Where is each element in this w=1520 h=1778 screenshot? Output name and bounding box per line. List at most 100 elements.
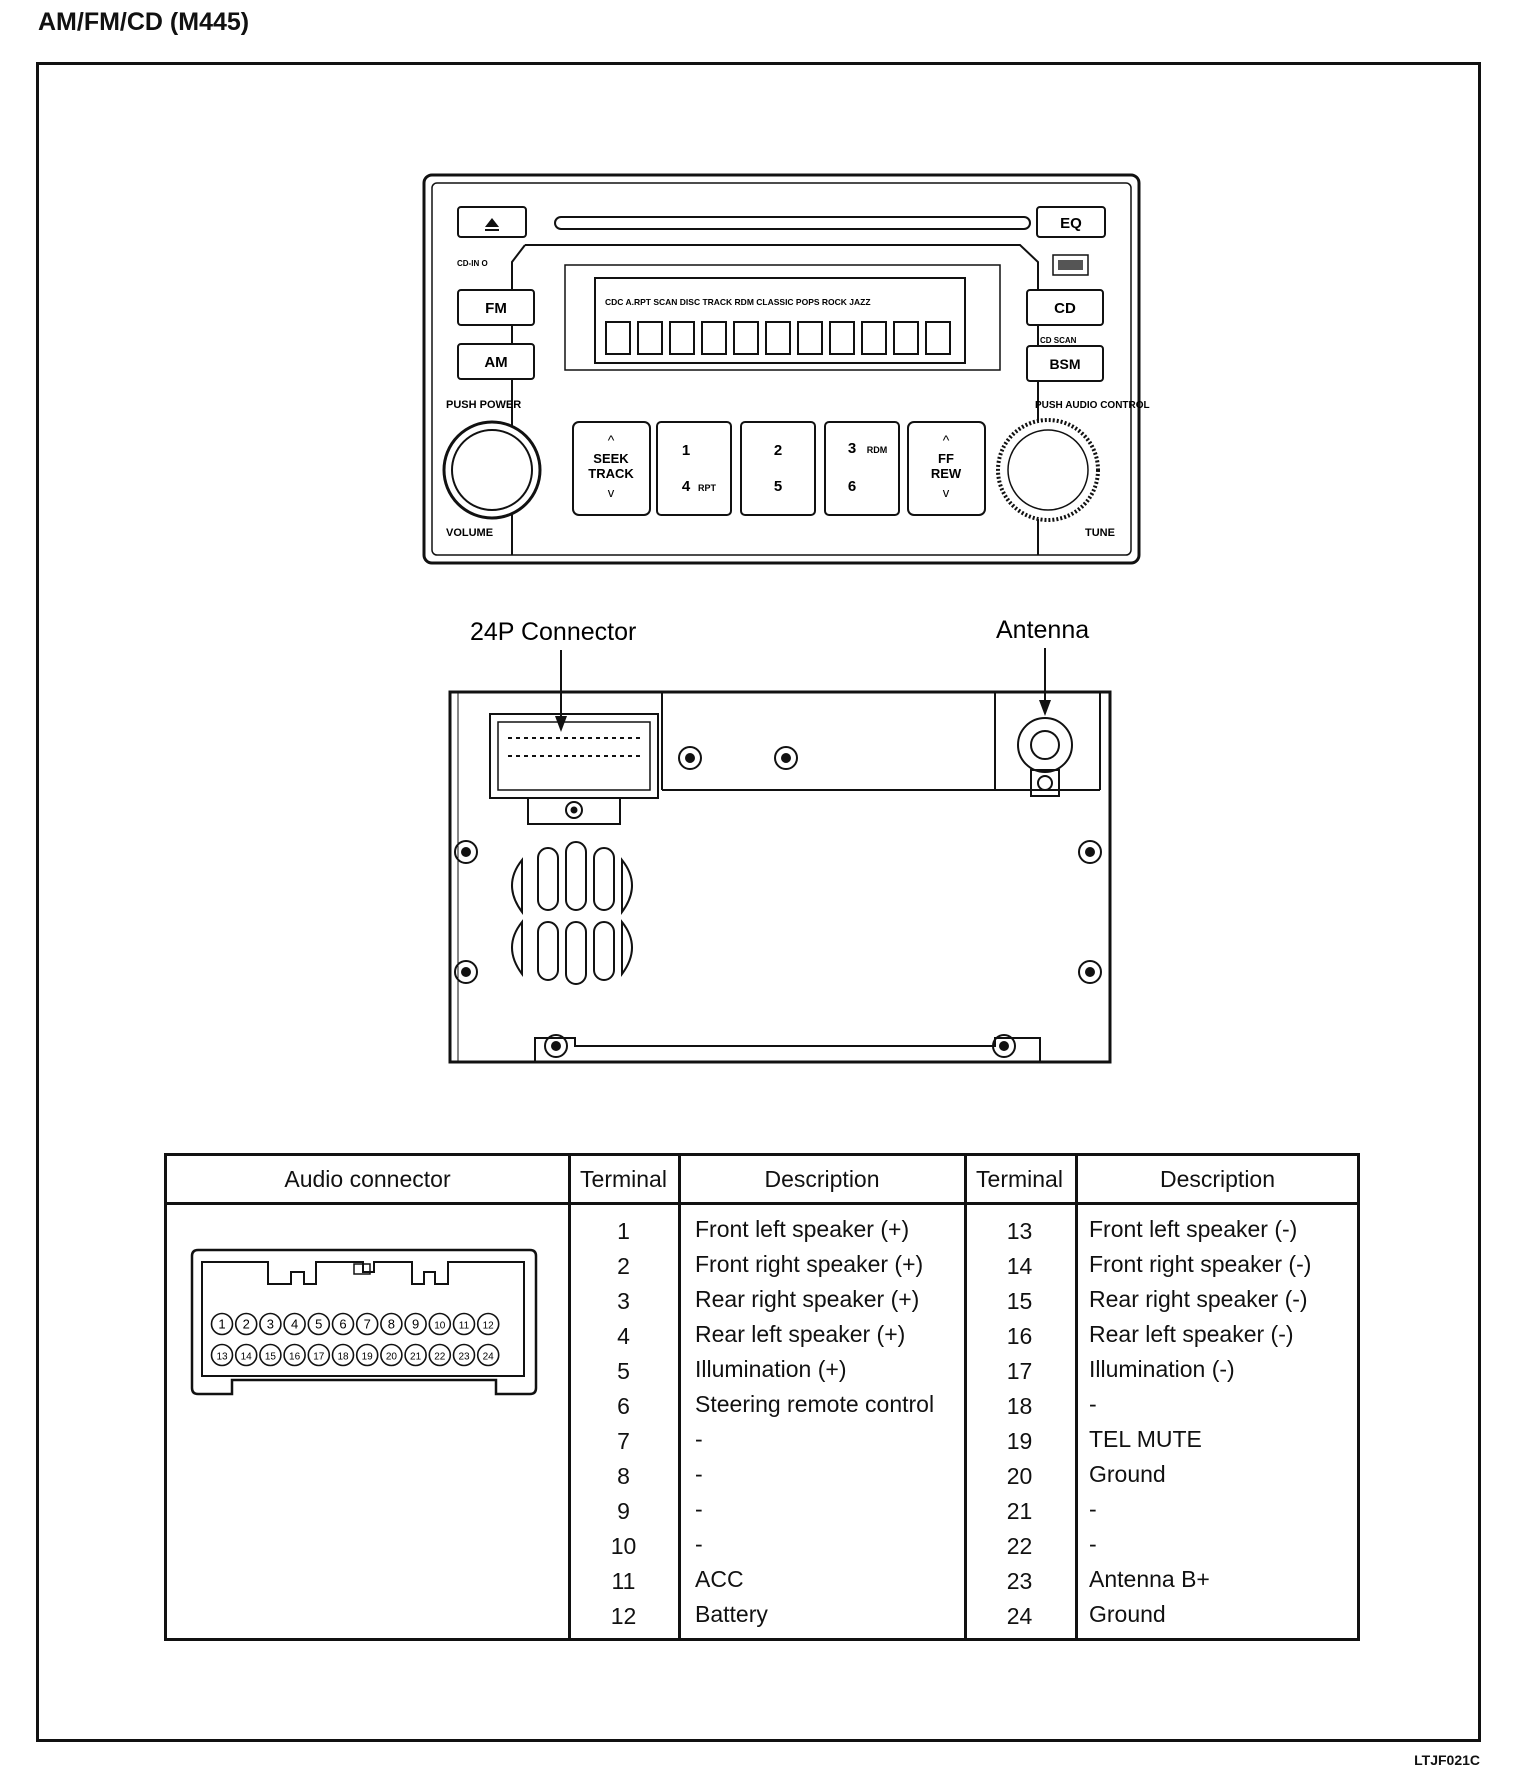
diagram-frame: [36, 62, 1481, 1742]
svg-text:6: 6: [848, 478, 856, 495]
am-button[interactable]: AM: [457, 343, 535, 380]
svg-text:6: 6: [339, 1317, 346, 1332]
terminal-number-right: 14: [1006, 1253, 1033, 1279]
bsm-button[interactable]: BSM: [1026, 345, 1104, 382]
svg-text:9: 9: [412, 1317, 419, 1332]
lcd-digit: [637, 321, 663, 355]
connector-pin: 19: [355, 1343, 379, 1367]
radio-diagram: EQ CDC A.RPT SCAN DISC TRACK RDM CLASSIC…: [422, 173, 1150, 1064]
connector-pin: 22: [428, 1343, 452, 1367]
terminal-description-left: Battery: [695, 1601, 768, 1627]
preset-3-6-button[interactable]: 3 RDM 6: [824, 421, 900, 516]
connector-pin: 4: [283, 1312, 306, 1336]
connector-pin: 17: [307, 1343, 331, 1367]
svg-text:10: 10: [434, 1321, 446, 1332]
pinout-table: Audio connector Terminal Description Ter…: [164, 1153, 1360, 1641]
cd-slot[interactable]: [554, 216, 1031, 230]
svg-text:8: 8: [388, 1317, 395, 1332]
terminal-description-right: -: [1089, 1531, 1097, 1557]
terminal-description-right: Antenna B+: [1089, 1566, 1210, 1592]
terminal-number-left: 10: [610, 1533, 637, 1559]
lcd-digit: [669, 321, 695, 355]
preset-1-4-button[interactable]: 1 4 RPT: [656, 421, 732, 516]
terminal-number-right: 19: [1006, 1428, 1033, 1454]
terminal-number-right: 15: [1006, 1288, 1033, 1314]
svg-text:v: v: [943, 485, 950, 500]
terminal-description-left: Steering remote control: [695, 1391, 935, 1417]
svg-text:1: 1: [682, 442, 690, 459]
terminal-description-left: Front left speaker (+): [695, 1216, 910, 1242]
connector-pin: 1: [210, 1312, 234, 1336]
svg-text:FM: FM: [485, 300, 507, 317]
terminal-number-left: 2: [617, 1253, 630, 1279]
lcd-display: [594, 277, 966, 364]
connector-pin: 9: [404, 1312, 427, 1336]
connector-pin: 23: [452, 1343, 476, 1367]
lcd-digit: [765, 321, 791, 355]
terminal-description-right: Rear right speaker (-): [1089, 1286, 1308, 1312]
eject-button[interactable]: [457, 206, 527, 238]
preset-2-5-button[interactable]: 2 5: [740, 421, 816, 516]
svg-text:v: v: [608, 485, 615, 500]
screw-icon: [1078, 840, 1102, 864]
terminal-description-right: Front left speaker (-): [1089, 1216, 1298, 1242]
terminal-number-left: 12: [610, 1603, 637, 1629]
lcd-digit: [701, 321, 727, 355]
display-digits: [605, 321, 951, 355]
svg-text:BSM: BSM: [1049, 356, 1080, 372]
connector-pin: 13: [210, 1343, 234, 1367]
terminal-description-right: TEL MUTE: [1089, 1426, 1202, 1452]
svg-text:7: 7: [364, 1317, 371, 1332]
connector-pin: 11: [452, 1312, 476, 1336]
screw-icon: [454, 840, 478, 864]
screw-icon: [774, 746, 798, 770]
fm-button[interactable]: FM: [457, 289, 535, 326]
svg-text:TRACK: TRACK: [588, 466, 634, 481]
screw-icon: [544, 1034, 568, 1058]
terminal-number-right: 23: [1006, 1568, 1033, 1594]
terminal-number-right: 22: [1006, 1533, 1033, 1559]
svg-text:16: 16: [289, 1352, 301, 1363]
svg-text:5: 5: [315, 1317, 322, 1332]
seek-track-button[interactable]: ^ SEEK TRACK v: [572, 421, 651, 516]
connector-pin: 16: [283, 1343, 306, 1367]
svg-text:^: ^: [943, 432, 950, 448]
terminal-number-left: 6: [617, 1393, 630, 1419]
terminal-number-right: 13: [1006, 1218, 1033, 1244]
svg-text:24: 24: [483, 1352, 495, 1363]
svg-text:19: 19: [362, 1352, 374, 1363]
page-title: AM/FM/CD (M445): [38, 8, 250, 36]
terminal-description-left: Front right speaker (+): [695, 1251, 924, 1277]
svg-text:13: 13: [216, 1352, 228, 1363]
svg-text:17: 17: [313, 1352, 325, 1363]
lcd-digit: [829, 321, 855, 355]
ff-rew-button[interactable]: ^ FF REW v: [907, 421, 986, 516]
svg-text:21: 21: [410, 1352, 422, 1363]
terminal-description-left: Rear left speaker (+): [695, 1321, 906, 1347]
svg-text:4: 4: [682, 478, 691, 495]
connector-pin: 14: [234, 1343, 258, 1367]
tune-knob[interactable]: [996, 418, 1100, 522]
svg-text:3: 3: [267, 1317, 274, 1332]
lcd-digit: [797, 321, 823, 355]
terminal-number-left: 11: [611, 1568, 636, 1594]
document-code: LTJF021C: [1414, 1752, 1480, 1768]
volume-knob[interactable]: [442, 420, 542, 520]
svg-text:18: 18: [337, 1352, 349, 1363]
svg-text:AM: AM: [484, 354, 507, 371]
lcd-digit: [925, 321, 951, 355]
terminal-description-right: Ground: [1089, 1601, 1166, 1627]
eq-button[interactable]: EQ: [1036, 206, 1106, 238]
header-description-left: Description: [764, 1166, 880, 1192]
cd-button[interactable]: CD: [1026, 289, 1104, 326]
svg-text:3: 3: [848, 440, 856, 457]
terminal-number-left: 1: [617, 1218, 630, 1244]
antenna-jack[interactable]: [1017, 717, 1073, 797]
radio-rear-panel: 24P Connector Antenna: [448, 616, 1112, 1064]
terminal-number-left: 5: [617, 1358, 630, 1384]
screw-icon: [678, 746, 702, 770]
rear-vent: [511, 841, 633, 985]
lcd-digit: [733, 321, 759, 355]
